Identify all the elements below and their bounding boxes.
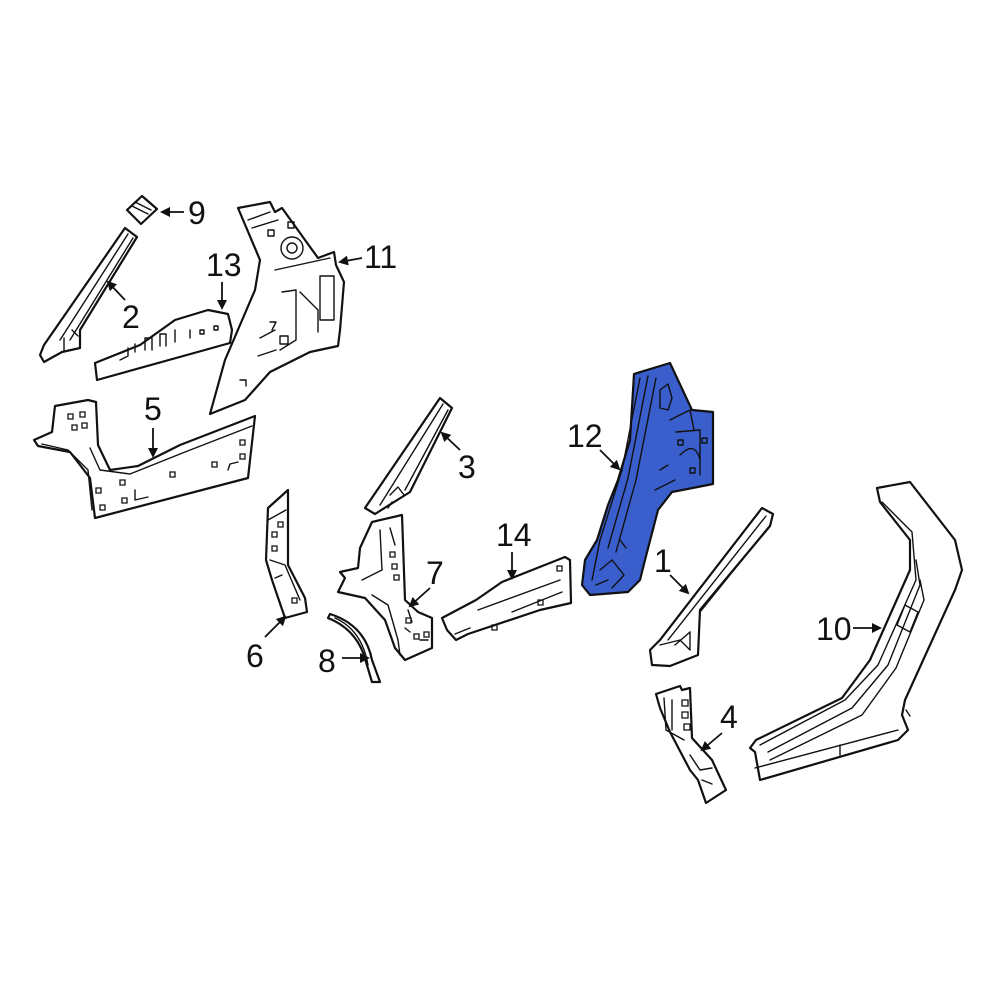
callout-label-11: 11 [364, 239, 397, 275]
part-5[interactable] [32, 398, 257, 520]
part-7[interactable] [336, 513, 434, 662]
callout-4: 4 [700, 699, 738, 752]
callout-6: 6 [246, 615, 287, 674]
callout-label-7: 7 [426, 555, 444, 591]
callout-label-5: 5 [144, 391, 162, 427]
part-3[interactable] [363, 396, 454, 516]
callout-8: 8 [318, 643, 370, 679]
callout-label-2: 2 [122, 299, 140, 335]
part-2[interactable] [38, 226, 139, 364]
part-8[interactable] [326, 612, 382, 684]
callout-label-13: 13 [206, 247, 242, 283]
callout-11: 11 [338, 239, 397, 275]
callout-14: 14 [496, 517, 532, 580]
part-14[interactable] [440, 555, 573, 642]
callout-3: 3 [440, 431, 476, 485]
callout-7: 7 [408, 555, 444, 608]
callout-label-10: 10 [816, 611, 852, 647]
part-13[interactable] [93, 308, 234, 382]
part-12-highlighted[interactable] [580, 361, 715, 597]
part-10[interactable] [748, 480, 964, 782]
callout-5: 5 [144, 391, 162, 458]
callout-label-4: 4 [720, 699, 738, 735]
callout-label-3: 3 [458, 449, 476, 485]
part-4[interactable] [654, 684, 728, 805]
callout-label-1: 1 [654, 543, 672, 579]
part-1[interactable] [648, 506, 775, 668]
callout-label-6: 6 [246, 638, 264, 674]
callout-2: 2 [106, 280, 140, 335]
part-6[interactable] [264, 488, 309, 620]
callout-label-14: 14 [496, 517, 532, 553]
callout-label-8: 8 [318, 643, 336, 679]
part-11[interactable] [208, 200, 346, 416]
callout-12: 12 [567, 418, 621, 471]
callout-10: 10 [816, 611, 882, 647]
callout-label-9: 9 [188, 195, 206, 231]
callout-label-12: 12 [567, 418, 603, 454]
part-9[interactable] [125, 194, 159, 226]
callout-1: 1 [654, 543, 690, 595]
callout-9: 9 [160, 195, 206, 231]
callout-13: 13 [206, 247, 242, 310]
